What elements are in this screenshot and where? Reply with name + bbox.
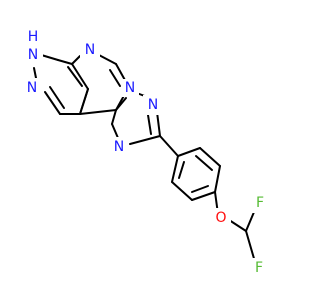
bond [129,135,161,145]
bond [44,91,61,115]
atom-n-pyrazole: N [22,78,42,98]
atom-n-triazole-top: N [143,95,163,115]
bond [79,109,117,115]
bond [195,155,213,171]
bond [199,147,221,167]
atom-label-n: N [27,80,37,96]
bond [49,86,65,109]
bond [111,109,117,125]
atom-label-n: N [125,80,135,96]
bond [191,191,216,201]
bond [115,97,127,111]
atom-label-n: N [85,42,95,58]
atom-label-o: O [215,210,226,226]
atom-label-n: N [148,97,158,113]
atom-f-top: F [250,193,270,213]
bond [171,181,193,201]
bond [96,53,117,65]
atom-n-triazole-left: N [109,137,129,157]
bond [178,161,185,179]
atom-label-h: H [28,29,39,45]
bond [67,66,83,87]
bond [171,155,179,183]
bond [111,123,119,139]
bond [147,114,152,135]
bond [109,69,121,87]
bond [57,59,73,65]
atom-label-f: F [255,260,263,276]
bond [79,88,89,115]
atom-layer: N H N N N N N O F [22,29,270,278]
atom-label-n: N [28,47,38,63]
bond [214,165,221,193]
atom-label-f: F [256,195,264,211]
bond [159,135,179,157]
atom-n-pyrazole-h: N H [23,29,43,63]
bond [245,230,256,263]
bond [156,111,161,137]
atom-label-n: N [114,139,124,155]
bond [191,185,209,193]
molecule-structure: N H N N N N N O F [22,29,270,278]
atom-n-bridgehead: N [121,79,139,97]
atom-n-pyrimidine: N [80,40,100,60]
bond [71,55,81,65]
bond-layer [33,53,258,263]
bond [177,147,201,157]
bond [71,63,89,90]
atom-f-bottom: F [249,258,269,278]
atom-o-ether: O [211,208,231,228]
